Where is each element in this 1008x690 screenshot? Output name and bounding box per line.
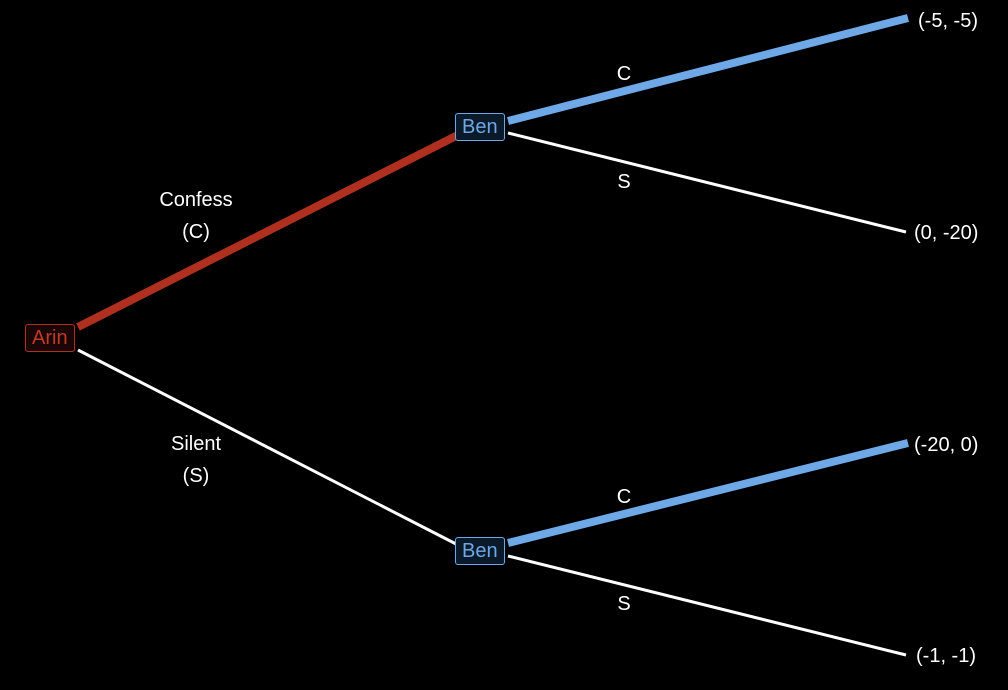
edge-top-c [507,14,909,125]
payoff-confess-silent: (0, -20) [914,222,979,244]
node-ben-bottom: Ben [455,537,505,565]
edge-label-confess-line1: Confess [159,189,233,211]
node-ben-top: Ben [455,113,505,141]
edge-arin-silent [77,348,459,547]
edge-bottom-c [507,439,909,547]
edge-label-top-s: S [617,171,631,193]
edge-top-s [507,131,907,234]
payoff-silent-silent: (-1, -1) [916,645,976,667]
node-arin: Arin [25,324,75,352]
edge-label-silent-line1: Silent [170,433,222,455]
edge-label-silent-line2: (S) [182,465,210,487]
edge-label-top-c: C [616,63,632,85]
edge-bottom-s [507,554,907,657]
edge-label-bottom-s: S [617,593,631,615]
edge-label-bottom-c: C [616,486,632,508]
payoff-confess-confess: (-5, -5) [918,10,978,32]
edge-label-silent: Silent (S) [146,428,246,492]
edge-arin-confess [76,131,460,331]
edge-label-confess: Confess (C) [146,184,246,248]
edge-label-confess-line2: (C) [182,221,210,243]
payoff-silent-confess: (-20, 0) [914,434,979,456]
